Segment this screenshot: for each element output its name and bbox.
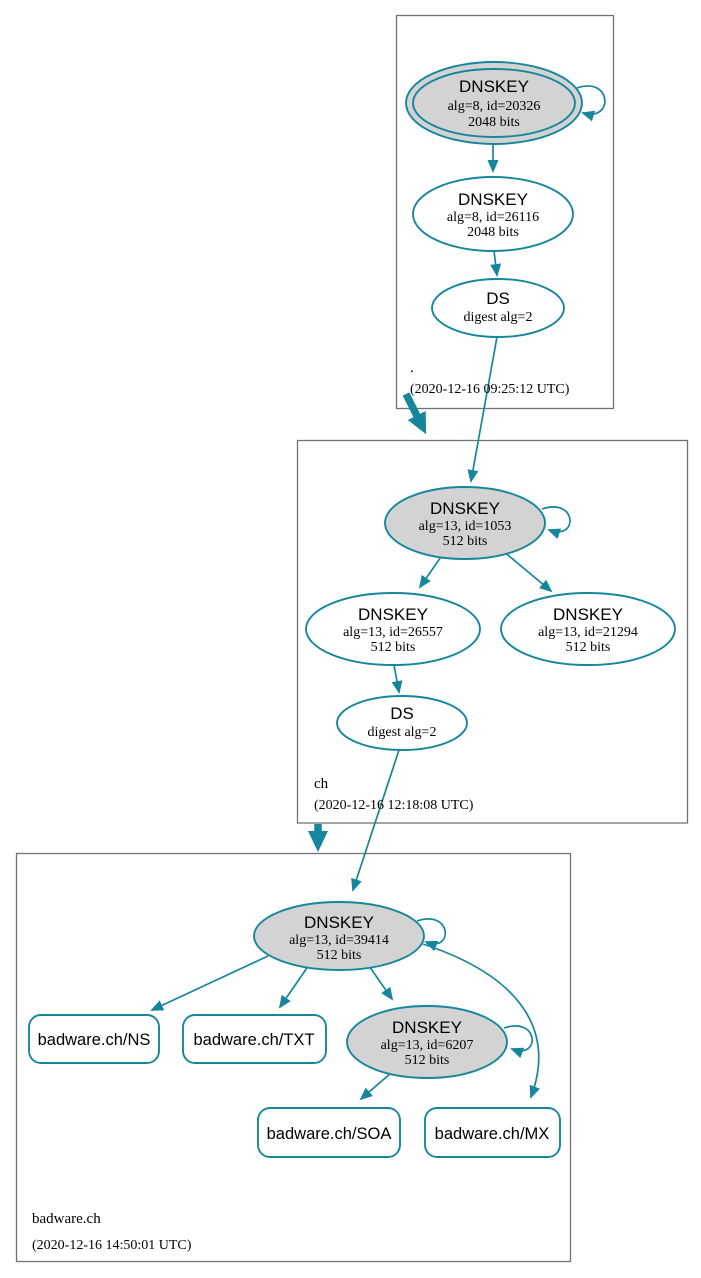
delegation-arrow-root-to-ch: [402, 392, 427, 435]
ksk-detail-1: alg=13, id=39414: [289, 933, 389, 948]
dnskey-node-root-ksk-20326: DNSKEY alg=8, id=20326 2048 bits: [405, 61, 583, 145]
mx-label: badware.ch/MX: [435, 1125, 550, 1143]
ksk-detail-1: alg=8, id=20326: [448, 99, 541, 114]
ksk-detail-2: 2048 bits: [468, 115, 520, 130]
ksk-detail-2: 512 bits: [317, 948, 362, 963]
dnskey-node-ch-zsk-21294: DNSKEY alg=13, id=21294 512 bits: [500, 592, 676, 666]
ds-node-root: DS digest alg=2: [431, 278, 565, 338]
zone-root: DNSKEY alg=8, id=20326 2048 bits DNSKEY …: [405, 61, 606, 483]
ksk-title: DNSKEY: [459, 77, 529, 96]
zone-label-badware-ch: badware.ch: [32, 1211, 101, 1227]
zsk1-title: DNSKEY: [358, 605, 428, 624]
zsk1-detail-1: alg=13, id=26557: [343, 625, 443, 640]
edge-badware-ksk-to-ns: [150, 955, 269, 1011]
zsk-ellipse: [346, 1005, 508, 1079]
zone-timestamp-root: (2020-12-16 09:25:12 UTC): [410, 382, 570, 397]
edge-badware-ksk-self-loop: [416, 918, 447, 952]
zsk2-title: DNSKEY: [553, 605, 623, 624]
edge-badware-ksk-to-mx: [422, 943, 540, 1099]
soa-rect: [257, 1107, 401, 1158]
edge-ch-zsk1-to-ds: [391, 664, 403, 694]
soa-label: badware.ch/SOA: [267, 1125, 392, 1143]
ds-detail-1: digest alg=2: [368, 725, 437, 740]
ksk-detail-2: 512 bits: [443, 534, 488, 549]
zone-box-ch: [296, 439, 689, 824]
zone-label-ch: ch: [314, 776, 329, 792]
edge-badware-zsk-to-soa: [359, 1072, 392, 1101]
zone-label-root: .: [410, 360, 414, 376]
rrset-node-badware-txt: badware.ch/TXT: [182, 1014, 327, 1064]
ksk-inner-ellipse: [412, 68, 576, 138]
zsk1-detail-2: 512 bits: [371, 640, 416, 655]
zone-badware-ch: DNSKEY alg=13, id=39414 512 bits DNSKEY …: [28, 901, 561, 1253]
zone-timestamp-ch: (2020-12-16 12:18:08 UTC): [314, 798, 474, 813]
ds-title: DS: [390, 704, 414, 723]
zone-box-root: [395, 14, 615, 410]
ds-title: DS: [486, 289, 510, 308]
edge-root-zsk-to-ds: [490, 250, 502, 277]
zsk-title: DNSKEY: [458, 190, 528, 209]
zsk2-ellipse: [500, 592, 676, 666]
edge-ch-ksk-to-zsk1: [418, 553, 444, 589]
ns-rect: [28, 1014, 160, 1064]
dnskey-node-root-zsk-26116: DNSKEY alg=8, id=26116 2048 bits: [412, 176, 574, 252]
edge-root-ds-to-ch-ksk: [467, 336, 498, 483]
zsk-detail-2: 512 bits: [405, 1053, 450, 1068]
rrset-node-badware-soa: badware.ch/SOA: [257, 1107, 401, 1158]
dnskey-node-badware-ksk-39414: DNSKEY alg=13, id=39414 512 bits: [253, 901, 425, 971]
dnskey-node-ch-ksk-1053: DNSKEY alg=13, id=1053 512 bits: [384, 486, 546, 560]
zsk-ellipse: [412, 176, 574, 252]
zsk2-detail-1: alg=13, id=21294: [538, 625, 638, 640]
ds-ellipse: [431, 278, 565, 338]
zsk1-ellipse: [305, 592, 481, 666]
edge-badware-zsk-self-loop: [503, 1025, 533, 1059]
ds-node-ch: DS digest alg=2: [336, 695, 468, 751]
edge-root-ksk-self-loop: [576, 85, 606, 122]
zsk-title: DNSKEY: [392, 1018, 462, 1037]
rrset-node-badware-mx: badware.ch/MX: [424, 1107, 561, 1158]
ds-detail-1: digest alg=2: [464, 310, 533, 325]
ns-label: badware.ch/NS: [38, 1031, 151, 1049]
zone-timestamp-badware-ch: (2020-12-16 14:50:01 UTC): [32, 1238, 192, 1253]
edge-badware-ksk-to-zsk: [366, 962, 394, 1001]
dnskey-node-ch-zsk-26557: DNSKEY alg=13, id=26557 512 bits: [305, 592, 481, 666]
ksk-ellipse: [253, 901, 425, 971]
zone-ch: DNSKEY alg=13, id=1053 512 bits DNSKEY a…: [305, 486, 676, 892]
zsk-detail-2: 2048 bits: [467, 225, 519, 240]
rrset-node-badware-ns: badware.ch/NS: [28, 1014, 160, 1064]
edge-ch-ds-to-badware-ksk: [351, 749, 400, 892]
edge-ch-ksk-self-loop: [541, 506, 571, 539]
txt-label: badware.ch/TXT: [193, 1031, 314, 1049]
ksk-title: DNSKEY: [430, 499, 500, 518]
zsk2-detail-2: 512 bits: [566, 640, 611, 655]
edge-badware-ksk-to-txt: [278, 964, 310, 1009]
ksk-title: DNSKEY: [304, 913, 374, 932]
mx-rect: [424, 1107, 561, 1158]
edge-ch-ksk-to-zsk2: [502, 550, 553, 593]
zsk-detail-1: alg=8, id=26116: [447, 210, 539, 225]
dnskey-node-badware-zsk-6207: DNSKEY alg=13, id=6207 512 bits: [346, 1005, 508, 1079]
txt-rect: [182, 1014, 327, 1064]
ksk-detail-1: alg=13, id=1053: [419, 519, 512, 534]
zsk-detail-1: alg=13, id=6207: [381, 1038, 474, 1053]
ds-ellipse: [336, 695, 468, 751]
ksk-outer-ellipse: [405, 61, 583, 145]
zone-box-badware-ch: [15, 852, 572, 1263]
ksk-ellipse: [384, 486, 546, 560]
